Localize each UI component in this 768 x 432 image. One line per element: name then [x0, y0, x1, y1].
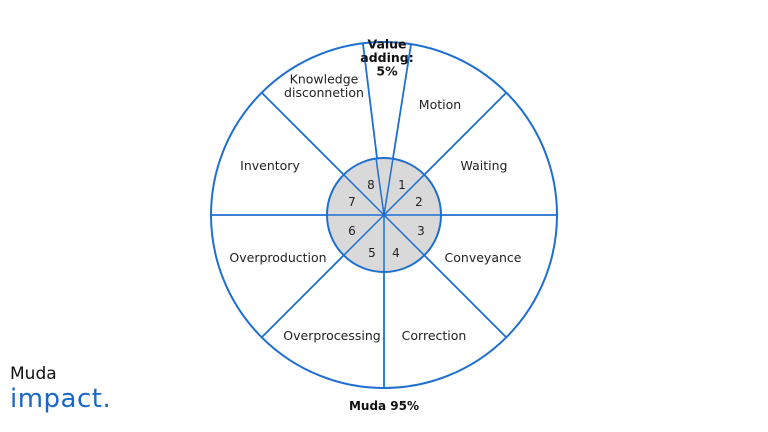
hub-number-4: 4: [392, 246, 400, 260]
hub-spoke-line: [375, 158, 385, 216]
segment-label-line: Overproduction: [229, 250, 326, 265]
hub-spoke-line: [343, 174, 385, 216]
hub-spoke-line: [383, 214, 425, 256]
segment-label-line: Value: [367, 37, 406, 52]
hub-number-8: 8: [367, 178, 375, 192]
segment-label-motion: Motion: [419, 97, 461, 112]
brand-impact-logo: impact.: [10, 384, 112, 414]
muda-total-label: Muda 95%: [349, 399, 419, 413]
segment-label-line: Inventory: [240, 158, 300, 173]
hub-spoke-line: [383, 174, 425, 216]
hub-number-2: 2: [415, 195, 423, 209]
hub-spoke-line: [383, 158, 394, 216]
segment-label-line: Overprocessing: [283, 328, 380, 343]
hub-number-5: 5: [368, 246, 376, 260]
brand-logo: Muda impact.: [10, 364, 112, 414]
hub-number-3: 3: [417, 224, 425, 238]
segment-label-line: disconnetion: [284, 85, 364, 100]
segment-label-line: Conveyance: [445, 250, 522, 265]
segment-label-line: Knowledge: [290, 71, 359, 86]
segment-label-line: Correction: [402, 328, 467, 343]
segment-label-line: 5%: [376, 64, 398, 79]
segment-label-waiting: Waiting: [461, 158, 508, 173]
hub-number-6: 6: [348, 224, 356, 238]
segment-label-conveyance: Conveyance: [445, 250, 522, 265]
segment-label-line: adding:: [360, 50, 413, 65]
segment-label-line: Waiting: [461, 158, 508, 173]
hub-number-7: 7: [348, 195, 356, 209]
segment-label-line: Motion: [419, 97, 461, 112]
hub-number-1: 1: [398, 178, 406, 192]
segment-label-correction: Correction: [402, 328, 467, 343]
segment-label-overprocessing: Overprocessing: [283, 328, 380, 343]
segment-label-overproduction: Overproduction: [229, 250, 326, 265]
segment-label-inventory: Inventory: [240, 158, 300, 173]
brand-title: Muda: [10, 364, 57, 384]
hub-spoke-line: [343, 214, 385, 256]
